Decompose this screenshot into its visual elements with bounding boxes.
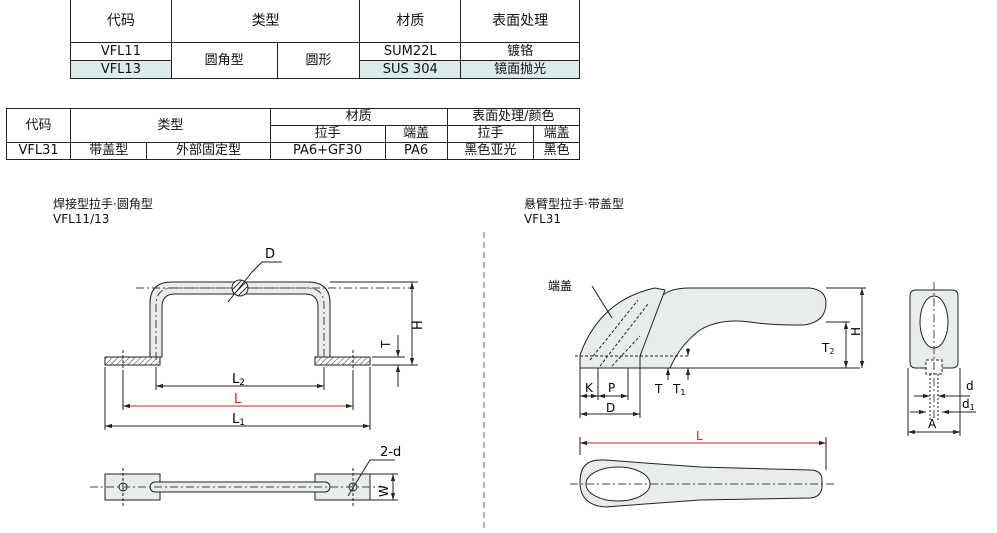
t2-row-cap-material: PA6 xyxy=(384,142,448,160)
t1-row2-code: VFL13 xyxy=(70,60,172,79)
u-handle-bar xyxy=(149,281,331,358)
left-section-caption: 焊接型拉手·圆角型 VFL11/13 xyxy=(53,197,153,227)
t2-row-cap-surface: 黑色 xyxy=(533,142,580,160)
t1-row1-code: VFL11 xyxy=(70,42,172,61)
t2-row-type2: 外部固定型 xyxy=(146,142,271,160)
left-section-title: 焊接型拉手·圆角型 xyxy=(53,197,153,211)
label-t2: T2 xyxy=(821,341,834,356)
cantilever-handle xyxy=(639,287,827,369)
label-t: T xyxy=(379,340,393,349)
label-t1: T1 xyxy=(672,382,685,397)
label-k: K xyxy=(585,381,594,395)
t1-row2-material: SUS 304 xyxy=(359,60,462,79)
t2-sub-cap-material: 端盖 xyxy=(384,125,448,143)
right-section-models: VFL31 xyxy=(524,212,562,226)
label-l3: L xyxy=(696,429,703,443)
label-d: d xyxy=(966,379,974,393)
label-holes: 2-d xyxy=(380,445,401,460)
label-t-r: T xyxy=(654,382,663,396)
t2-sub-cap-surface: 端盖 xyxy=(533,125,580,143)
label-w: W xyxy=(377,485,391,497)
label-p: P xyxy=(608,381,615,395)
left-front-view xyxy=(104,261,418,430)
t2-header-material: 材质 xyxy=(269,108,448,126)
t1-header-code: 代码 xyxy=(70,0,172,43)
label-d: D xyxy=(265,247,275,262)
cap-hidden-lines xyxy=(589,299,649,367)
label-d2: D xyxy=(606,401,615,415)
label-h: H xyxy=(411,320,426,330)
t1-header-material: 材质 xyxy=(359,0,462,43)
label-h2: H xyxy=(849,327,863,336)
t1-type-main: 圆角型 xyxy=(170,42,278,79)
right-top-view xyxy=(570,437,835,508)
holes-leader xyxy=(347,459,395,497)
right-side-view xyxy=(575,285,866,418)
t1-row2-surface: 镜面抛光 xyxy=(460,60,580,79)
t2-header-surface-color: 表面处理/颜色 xyxy=(446,108,581,126)
end-cap xyxy=(579,287,666,369)
cap-leader xyxy=(591,285,613,319)
left-top-view xyxy=(90,459,398,506)
label-l: L xyxy=(234,392,242,407)
right-end-view xyxy=(907,282,976,436)
spec-table-1: 代码 类型 材质 表面处理 VFL11 圆角型 圆形 SUM22L 镀铬 VFL… xyxy=(70,0,580,79)
label-cap: 端盖 xyxy=(548,279,572,293)
right-section-caption: 悬臂型拉手·带盖型 VFL31 xyxy=(524,197,624,227)
spec-table-2: 代码 类型 材质 表面处理/颜色 拉手 端盖 拉手 端盖 VFL31 带盖型 外… xyxy=(5,108,581,160)
label-l1: L1 xyxy=(232,412,245,428)
u-handle-centerline xyxy=(155,287,325,360)
label-l2: L2 xyxy=(232,372,245,388)
d-leader-line xyxy=(227,261,282,303)
t2-row-code: VFL31 xyxy=(5,142,72,160)
left-base-plate xyxy=(104,356,161,366)
t1-type-sub: 圆形 xyxy=(276,42,361,79)
t2-row-type1: 带盖型 xyxy=(70,142,148,160)
right-base-plate xyxy=(314,356,371,366)
right-section-title: 悬臂型拉手·带盖型 xyxy=(524,197,624,211)
label-a: A xyxy=(928,417,937,431)
label-d1: d1 xyxy=(962,397,975,412)
t2-row-handle-material: PA6+GF30 xyxy=(269,142,386,160)
left-section-models: VFL11/13 xyxy=(53,212,110,226)
